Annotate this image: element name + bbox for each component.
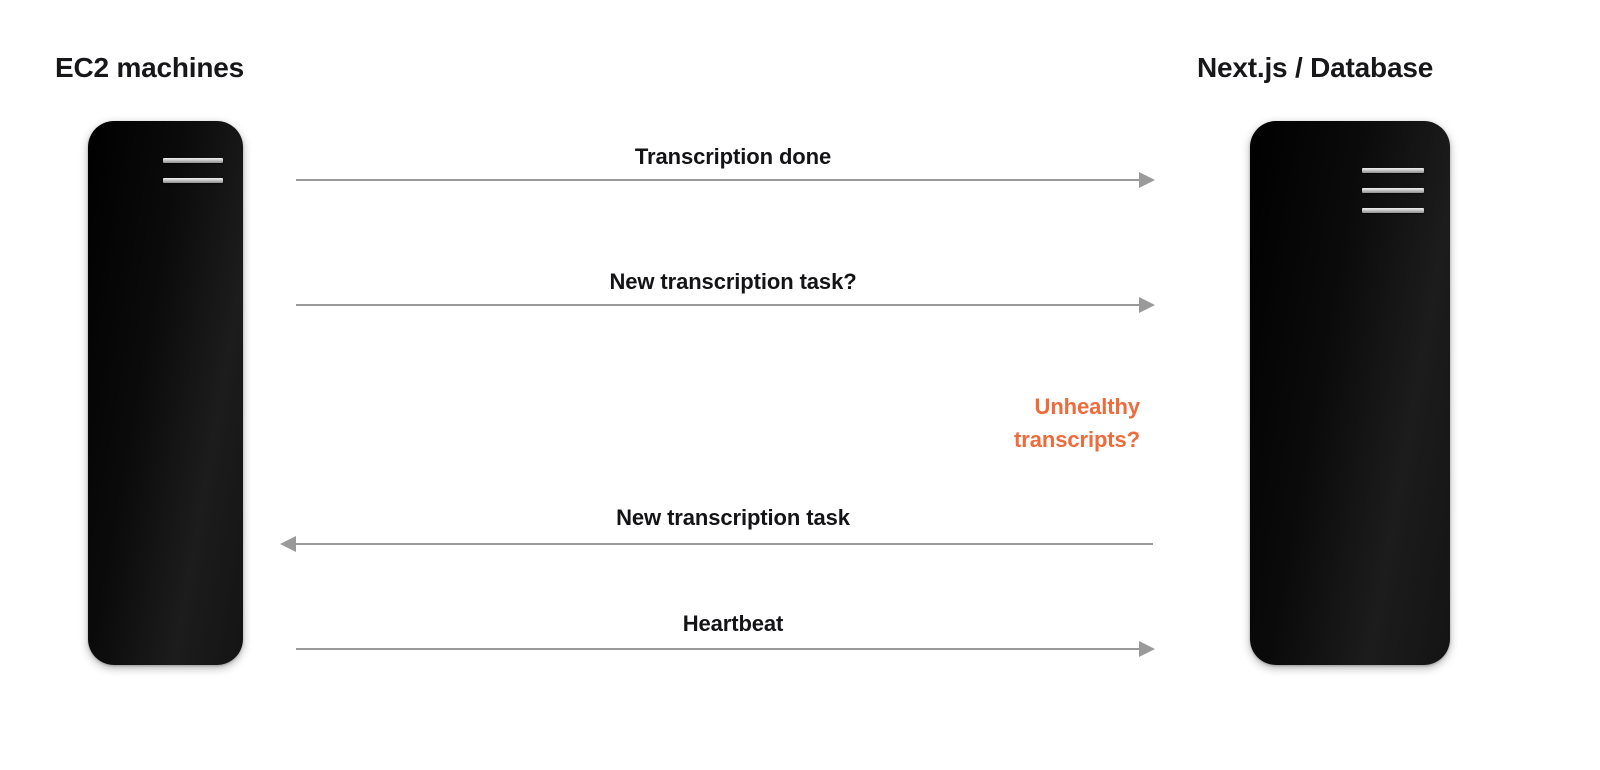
message-label: New transcription task: [616, 505, 850, 530]
stack-bar: [163, 178, 223, 183]
column-title-nextjs: Next.js / Database: [1197, 52, 1434, 83]
column-title-ec2: EC2 machines: [55, 52, 245, 83]
message-label: New transcription task?: [609, 269, 857, 294]
message-label: Transcription done: [634, 144, 832, 169]
stack-bar: [1362, 188, 1424, 193]
arrow-head-right-icon: [1139, 641, 1155, 657]
message-label: Heartbeat: [682, 611, 784, 636]
message-arrow-line: [280, 536, 1153, 552]
arrow-head-left-icon: [280, 536, 296, 552]
stack-bar: [163, 158, 223, 163]
arrow-head-right-icon: [1139, 172, 1155, 188]
annotation-unhealthy-transcripts: Unhealthy transcripts?: [1014, 390, 1140, 457]
arrow-head-right-icon: [1139, 297, 1155, 313]
annotation-line-1: Unhealthy: [1034, 394, 1141, 419]
server-stack-icon: [163, 158, 223, 183]
message-arrow-line: [296, 172, 1155, 188]
node-ec2-machines: [88, 121, 243, 665]
stack-bar: [1362, 168, 1424, 173]
node-nextjs-database: [1250, 121, 1450, 665]
stack-bar: [1362, 208, 1424, 213]
hamburger-stack-icon: [1362, 168, 1424, 213]
message-arrow-line: [296, 641, 1155, 657]
message-arrow-line: [296, 297, 1155, 313]
annotation-line-2: transcripts?: [1014, 427, 1140, 453]
